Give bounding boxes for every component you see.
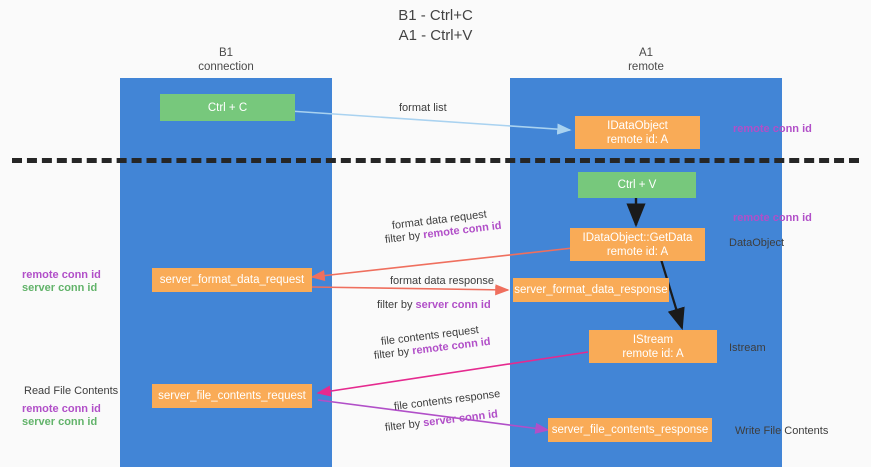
annotation-left-bot-server-conn: server conn id bbox=[22, 416, 98, 428]
node-istream-line1: IStream bbox=[632, 333, 674, 346]
edge-label-format-data-response: format data response bbox=[390, 275, 494, 287]
filter-prefix: filter by bbox=[384, 417, 424, 434]
node-getdata-line2: remote id: A bbox=[606, 245, 669, 258]
node-idataobject[interactable]: IDataObject remote id: A bbox=[575, 116, 700, 149]
node-server-format-data-response[interactable]: server_format_data_response bbox=[513, 278, 669, 302]
column-right-name: A1 bbox=[638, 47, 654, 59]
filter-key: server conn id bbox=[422, 408, 499, 430]
page-title: B1 - Ctrl+C A1 - Ctrl+V bbox=[0, 6, 871, 46]
annotation-left-bot-remote-conn: remote conn id bbox=[22, 403, 101, 415]
node-idataobject-line1: IDataObject bbox=[607, 119, 668, 132]
node-server-file-contents-response-label: server_file_contents_response bbox=[551, 424, 709, 436]
title-line-2: A1 - Ctrl+V bbox=[398, 27, 473, 44]
filter-key: server conn id bbox=[415, 299, 491, 311]
column-left-role: connection bbox=[198, 61, 254, 73]
node-server-file-contents-response[interactable]: server_file_contents_response bbox=[548, 418, 712, 442]
node-getdata-line1: IDataObject::GetData bbox=[582, 231, 693, 244]
node-server-format-data-request-label: server_format_data_request bbox=[159, 274, 305, 286]
node-ctrl-v[interactable]: Ctrl + V bbox=[578, 172, 696, 198]
edge-label-format-data-response-filter: filter by server conn id bbox=[377, 298, 491, 312]
node-istream[interactable]: IStream remote id: A bbox=[589, 330, 717, 363]
annotation-write-file-contents: Write File Contents bbox=[735, 425, 829, 437]
node-istream-line2: remote id: A bbox=[622, 347, 684, 360]
node-ctrl-c[interactable]: Ctrl + C bbox=[160, 94, 295, 121]
title-line-1: B1 - Ctrl+C bbox=[398, 7, 473, 24]
column-left-name: B1 bbox=[218, 47, 234, 59]
filter-prefix: filter by bbox=[377, 299, 416, 311]
node-server-format-data-response-label: server_format_data_response bbox=[514, 284, 668, 296]
node-server-file-contents-request-label: server_file_contents_request bbox=[158, 390, 306, 402]
node-idataobject-getdata[interactable]: IDataObject::GetData remote id: A bbox=[570, 228, 705, 261]
node-ctrl-v-label: Ctrl + V bbox=[617, 179, 657, 191]
annotation-right-mid-conn: remote conn id bbox=[733, 212, 812, 224]
node-server-format-data-request[interactable]: server_format_data_request bbox=[152, 268, 312, 292]
filter-prefix: filter by bbox=[384, 229, 424, 246]
phase-divider bbox=[12, 158, 859, 163]
annotation-right-top-conn: remote conn id bbox=[733, 123, 812, 135]
node-server-file-contents-request[interactable]: server_file_contents_request bbox=[152, 384, 312, 408]
annotation-read-file-contents: Read File Contents bbox=[24, 385, 119, 397]
column-header-right: A1 remote bbox=[510, 46, 782, 74]
edge-label-format-list: format list bbox=[399, 102, 447, 114]
column-right-role: remote bbox=[628, 61, 664, 73]
column-header-left: B1 connection bbox=[120, 46, 332, 74]
annotation-left-mid-remote-conn: remote conn id bbox=[22, 269, 101, 281]
node-idataobject-line2: remote id: A bbox=[606, 133, 669, 146]
annotation-left-mid-server-conn: server conn id bbox=[22, 282, 98, 294]
annotation-istream: Istream bbox=[729, 342, 766, 354]
annotation-dataobject: DataObject bbox=[729, 237, 785, 249]
node-ctrl-c-label: Ctrl + C bbox=[207, 101, 248, 114]
filter-prefix: filter by bbox=[373, 345, 413, 362]
